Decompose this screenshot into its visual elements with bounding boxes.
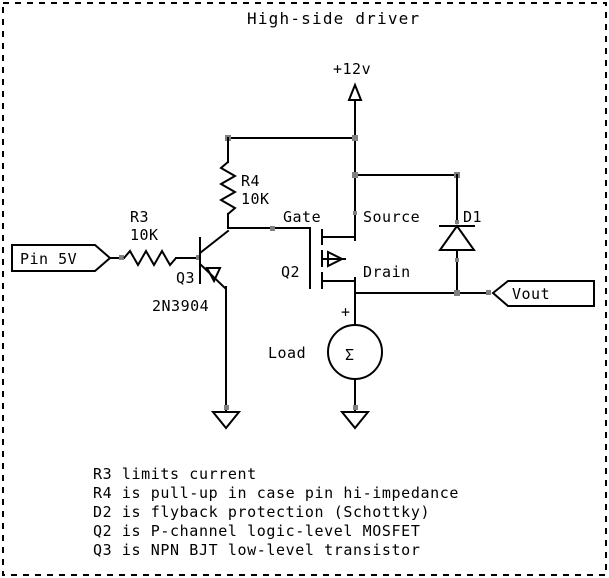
node-d1-top bbox=[455, 220, 459, 224]
power-rail-label: +12v bbox=[333, 60, 371, 78]
r3-resistor-body bbox=[123, 248, 177, 268]
gate-pin-label: Gate bbox=[283, 208, 321, 226]
vout-port-label: Vout bbox=[512, 285, 550, 303]
r4-resistor-body bbox=[218, 161, 238, 215]
pin5v-port-label: Pin 5V bbox=[20, 250, 77, 268]
q3-ref-label: Q3 bbox=[176, 269, 195, 287]
q3-part-number-label: 2N3904 bbox=[152, 297, 209, 315]
note-line-1: R3 limits current bbox=[93, 465, 257, 483]
q3-emitter-arrow-icon bbox=[205, 267, 222, 284]
q3-emitter-slant bbox=[198, 262, 227, 290]
load-polarity-label: + bbox=[341, 303, 351, 321]
r3-value-label: 10K bbox=[130, 226, 159, 244]
pin5v-port-flag[interactable] bbox=[11, 244, 112, 272]
diagram-title: High-side driver bbox=[247, 9, 420, 28]
node-source-branch bbox=[352, 172, 358, 178]
node-vcc-branch bbox=[352, 135, 358, 141]
node-q3-emitter-gnd bbox=[224, 405, 229, 410]
node-vout-junction bbox=[454, 290, 460, 296]
q2-ref-label: Q2 bbox=[281, 263, 300, 281]
node-vout-out bbox=[486, 290, 491, 295]
note-line-5: Q3 is NPN BJT low-level transistor bbox=[93, 541, 420, 559]
ground-symbol-load bbox=[339, 411, 371, 430]
power-supply-arrow-icon bbox=[347, 82, 363, 101]
node-gate bbox=[270, 226, 275, 231]
load-sigma-glyph: Σ bbox=[345, 346, 355, 364]
node-source-pin bbox=[353, 211, 357, 215]
load-label: Load bbox=[268, 344, 306, 362]
vout-port-flag[interactable] bbox=[491, 280, 595, 307]
d1-ref-label: D1 bbox=[463, 208, 482, 226]
source-pin-label: Source bbox=[363, 208, 420, 226]
note-line-2: R4 is pull-up in case pin hi-impedance bbox=[93, 484, 459, 502]
node-pin5v-out bbox=[119, 255, 124, 260]
q3-collector-slant bbox=[198, 229, 230, 255]
r4-ref-label: R4 bbox=[241, 172, 260, 190]
note-line-4: Q2 is P-channel logic-level MOSFET bbox=[93, 522, 420, 540]
r4-value-label: 10K bbox=[241, 190, 270, 208]
node-q3-base bbox=[196, 255, 201, 260]
load-symbol-circle bbox=[327, 324, 383, 380]
q2-body-arrow-icon bbox=[327, 250, 345, 268]
node-d1-bottom bbox=[455, 258, 459, 262]
ground-symbol-q3 bbox=[210, 411, 242, 430]
d1-anode-triangle bbox=[438, 224, 476, 251]
node-load-gnd bbox=[353, 405, 358, 410]
r3-ref-label: R3 bbox=[130, 208, 149, 226]
note-line-3: D2 is flyback protection (Schottky) bbox=[93, 503, 430, 521]
drain-pin-label: Drain bbox=[363, 263, 411, 281]
